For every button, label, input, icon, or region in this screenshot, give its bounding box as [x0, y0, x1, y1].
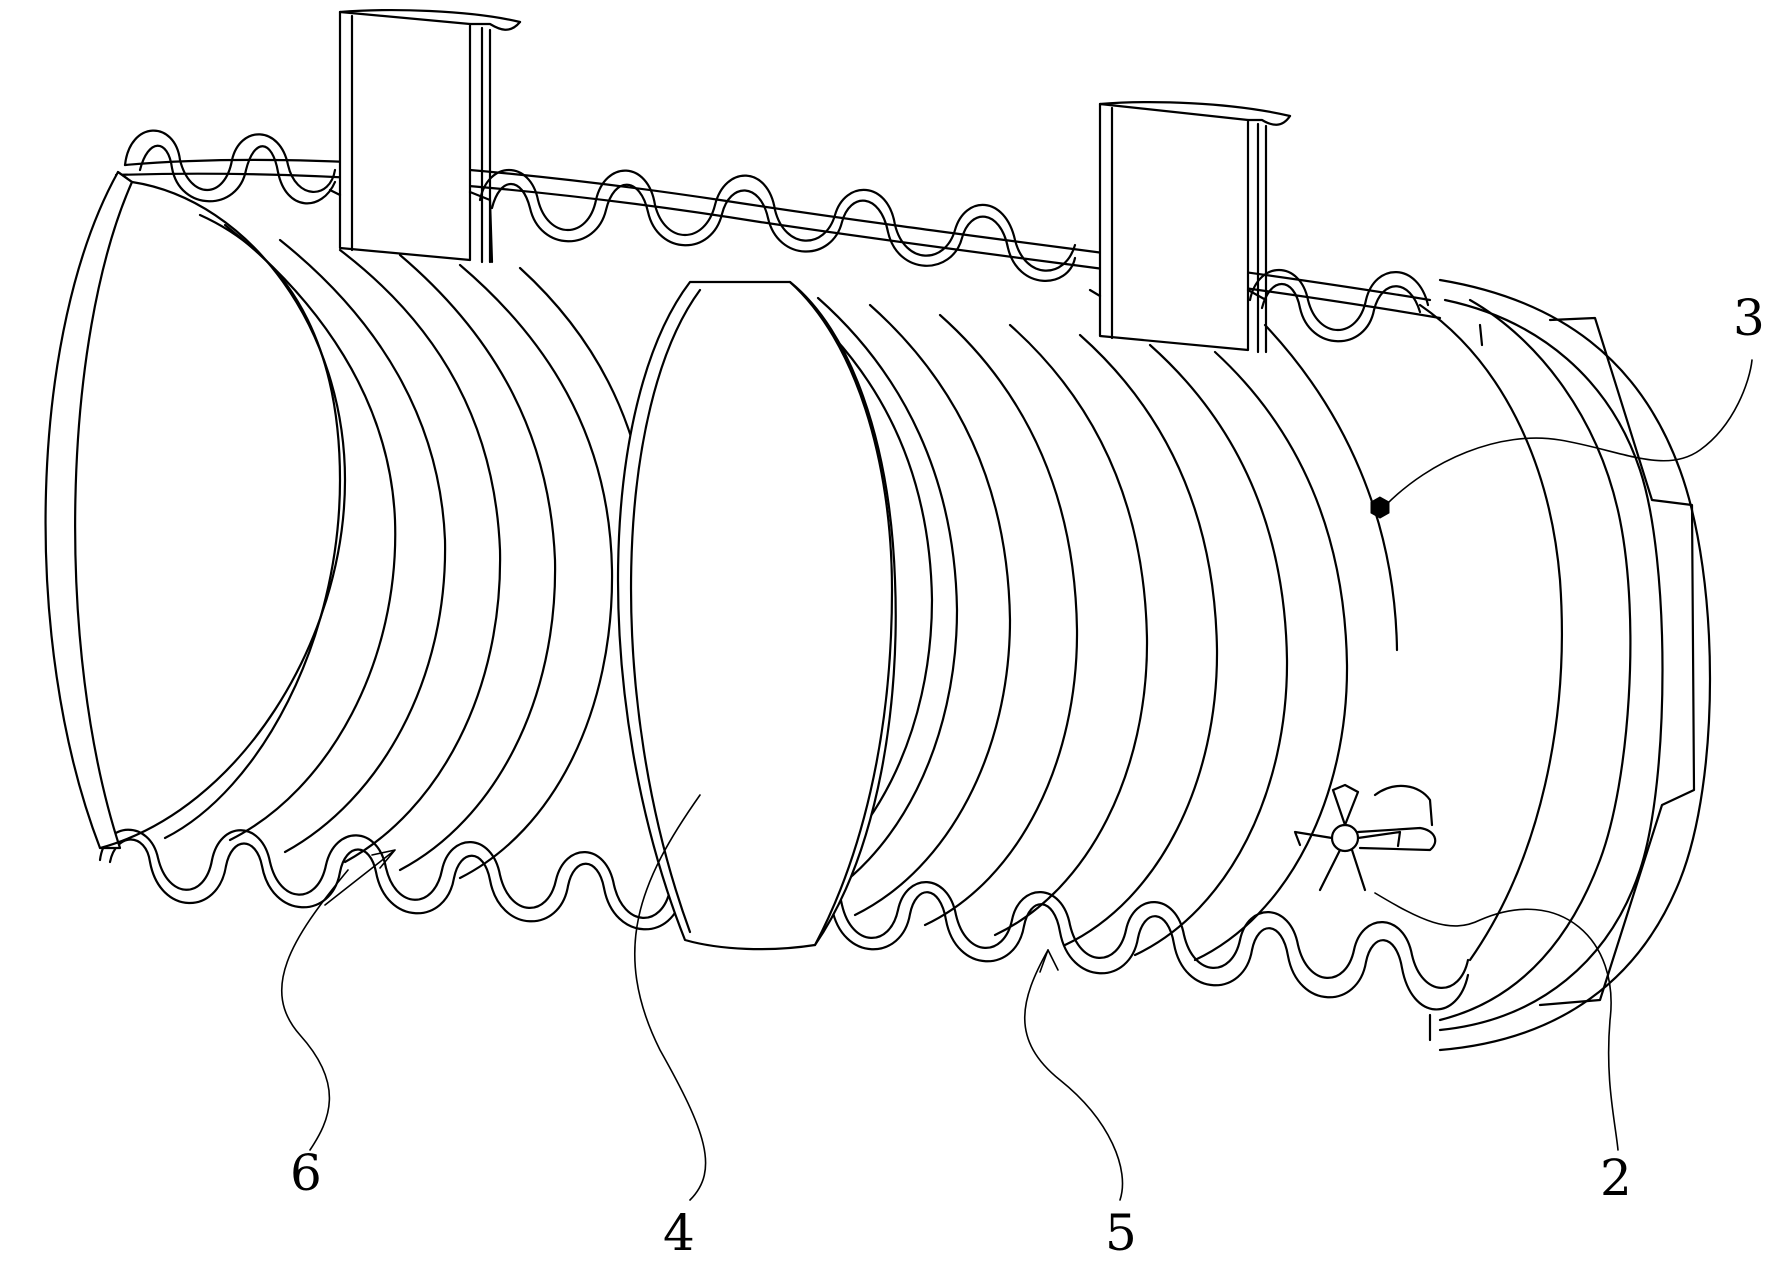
- callout-label-4: 4: [663, 1204, 695, 1261]
- ring-arc: [805, 298, 957, 908]
- impeller-housing: [1375, 786, 1432, 825]
- ring-arc: [280, 240, 445, 852]
- end-cap-flange-inner: [1430, 325, 1482, 1040]
- ring-arc: [1135, 345, 1287, 955]
- left-riser-pipe: [330, 10, 520, 262]
- left-end-inner-arc-2: [165, 215, 340, 838]
- callout-label-2: 2: [1600, 1149, 1632, 1207]
- right-riser-pipe: [1090, 102, 1290, 352]
- impeller-shaft: [1358, 828, 1435, 850]
- ring-arc: [855, 305, 1010, 915]
- leader-2: [1375, 893, 1618, 1150]
- right-end-cap: [1420, 280, 1710, 1050]
- left-pipe-body: [340, 12, 470, 260]
- left-end-outer-lens: [46, 172, 132, 848]
- left-end-inner-arc: [100, 182, 345, 848]
- end-cap-inner: [1440, 300, 1663, 1030]
- end-cap-flange: [1540, 318, 1694, 1005]
- right-pipe-wall: [1112, 108, 1266, 352]
- left-end-opening: [46, 172, 345, 848]
- right-pipe-body: [1100, 104, 1248, 350]
- end-cap-outer: [1440, 280, 1710, 1050]
- partition-disc-rim: [631, 290, 700, 932]
- ring-arc: [400, 255, 555, 870]
- ring-arc: [1195, 352, 1347, 960]
- leader-4: [635, 795, 706, 1200]
- end-cap-seam: [1420, 305, 1562, 960]
- leader-5-arrow: [1040, 950, 1058, 972]
- impeller-hub: [1332, 825, 1358, 851]
- right-pipe-collar: [1090, 290, 1266, 300]
- leader-6-arrow: [325, 850, 395, 905]
- end-cap-rim: [1440, 300, 1630, 1020]
- leader-5: [1025, 950, 1123, 1200]
- left-pipe-collar: [330, 190, 492, 262]
- leader-3: [1385, 360, 1752, 506]
- callouts: 6 4 5 2 3: [290, 289, 1765, 1261]
- ring-arc: [340, 250, 500, 862]
- impeller: [1295, 785, 1435, 890]
- ring-arc: [1065, 335, 1217, 945]
- ring-arc: [225, 225, 395, 840]
- right-pipe-lip: [1248, 116, 1290, 125]
- right-pipe-top: [1100, 102, 1290, 116]
- ring-arc: [460, 265, 612, 878]
- left-pipe-top: [340, 10, 520, 22]
- ring-arc: [995, 325, 1147, 935]
- callout-label-3: 3: [1733, 289, 1765, 347]
- leader-lines: [282, 360, 1752, 1200]
- callout-label-6: 6: [290, 1144, 322, 1202]
- left-pipe-lip: [470, 22, 520, 30]
- impeller-blades: [1295, 785, 1400, 890]
- leader-6: [282, 870, 348, 1150]
- partition-disc-face: [790, 282, 892, 945]
- hex-nut-icon: [1371, 497, 1389, 518]
- partition-disc: [618, 282, 896, 949]
- ring-arc: [925, 315, 1077, 925]
- ring-arc: [1265, 325, 1397, 650]
- sensor-dot: [1371, 497, 1389, 518]
- callout-label-5: 5: [1105, 1204, 1137, 1261]
- left-end-top-join: [118, 172, 132, 182]
